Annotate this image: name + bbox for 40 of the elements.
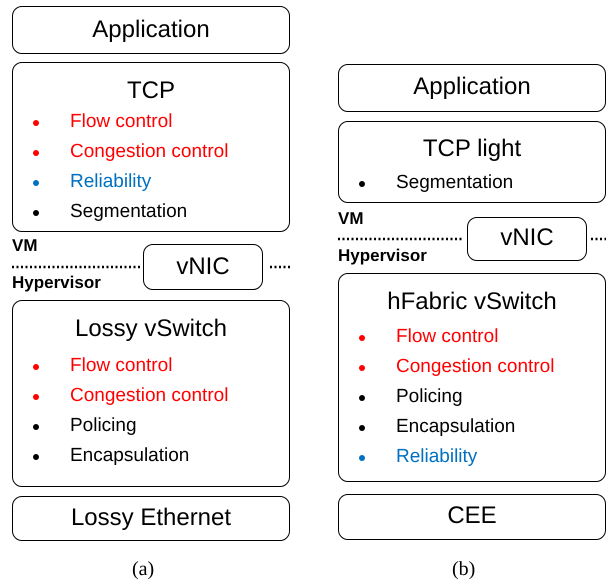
list-item: Reliability [396, 446, 478, 468]
layer-title: CEE [447, 502, 497, 529]
layer-label: VM [338, 209, 364, 229]
layer-title: vNIC [176, 253, 230, 280]
layer-label: Hypervisor [338, 246, 427, 266]
list-item: Policing [396, 386, 463, 408]
layer-box [338, 273, 606, 482]
layer-title: Lossy vSwitch [74, 315, 228, 342]
subfigure-caption: (a) [132, 558, 154, 581]
layer-title: Application [92, 16, 210, 43]
list-item: Flow control [70, 111, 172, 133]
layer-box [338, 494, 606, 540]
layer-box [12, 300, 290, 487]
list-item: Reliability [70, 171, 152, 193]
list-item: Encapsulation [70, 445, 190, 467]
list-item: Flow control [70, 355, 172, 377]
layer-box [143, 244, 263, 290]
layer-title: Application [413, 73, 531, 100]
layer-box [12, 6, 290, 54]
layer-box [12, 496, 290, 541]
layer-title: TCP light [422, 135, 522, 162]
list-item: Congestion control [70, 385, 228, 407]
layer-title: vNIC [500, 224, 554, 251]
layer-box [338, 64, 606, 112]
layer-title: TCP [127, 77, 175, 104]
list-item: Congestion control [396, 356, 554, 378]
subfigure-caption: (b) [452, 558, 476, 581]
list-item: Encapsulation [396, 416, 516, 438]
layer-label: Hypervisor [12, 273, 101, 293]
layer-box [467, 217, 587, 261]
list-item: Congestion control [70, 141, 228, 163]
list-item: Policing [70, 415, 137, 437]
layer-label: VM [12, 236, 38, 256]
layer-box [338, 121, 606, 203]
list-item: Segmentation [396, 172, 514, 194]
list-item: Flow control [396, 326, 498, 348]
list-item: Segmentation [70, 201, 188, 223]
layer-title: Lossy Ethernet [70, 504, 232, 531]
layer-box [12, 62, 290, 232]
layer-title: hFabric vSwitch [387, 288, 557, 315]
